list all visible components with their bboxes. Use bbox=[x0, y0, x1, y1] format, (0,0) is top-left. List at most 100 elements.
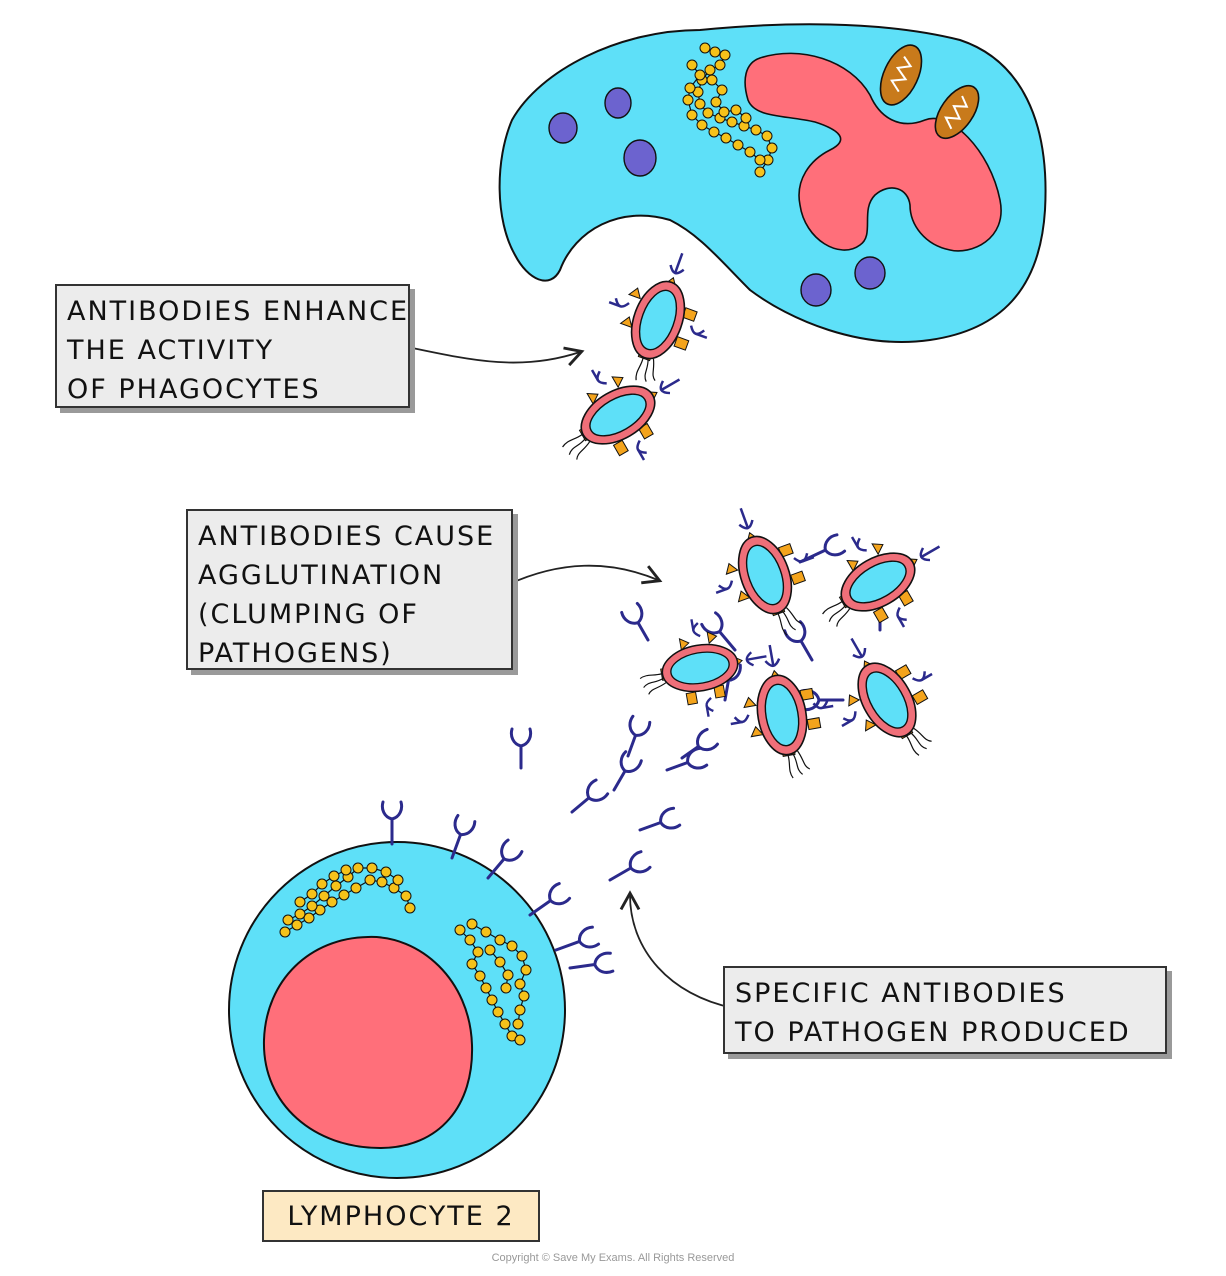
label-line: SPECIFIC ANTIBODIES bbox=[735, 978, 1067, 1009]
label-line: THE ACTIVITY bbox=[67, 335, 275, 366]
antibody-icon bbox=[486, 838, 524, 880]
ribosome-dot bbox=[338, 889, 350, 901]
pathogen-icon bbox=[822, 536, 941, 628]
phagocyte-cytoplasm bbox=[498, 23, 1047, 343]
ribosome-dot bbox=[719, 49, 731, 61]
ribosome-dot bbox=[294, 896, 306, 908]
ribosome-dot bbox=[466, 918, 478, 930]
ribosome-dot bbox=[744, 146, 756, 158]
antibody-icon bbox=[665, 746, 709, 772]
ribosome-dot bbox=[730, 104, 742, 116]
ribosome-dot bbox=[294, 908, 306, 920]
antibody-icon bbox=[620, 601, 650, 642]
ribosome-dot bbox=[291, 919, 303, 931]
ribosome-dot bbox=[364, 874, 376, 886]
phagocyte-nucleus bbox=[744, 52, 1002, 252]
ribosome-dot bbox=[512, 1018, 524, 1030]
antibody-icon bbox=[528, 882, 572, 917]
ribosome-dot bbox=[520, 964, 532, 976]
ribosome-dot bbox=[754, 154, 766, 166]
ribosome-dot bbox=[466, 958, 478, 970]
ribosome-dot bbox=[279, 926, 291, 938]
ribosome-dot bbox=[328, 870, 340, 882]
arrow-phagocytes bbox=[402, 345, 585, 367]
ribosome-dot bbox=[516, 950, 528, 962]
ribosome-dot bbox=[750, 124, 762, 136]
ribosome-dot bbox=[376, 876, 388, 888]
ribosome-dot bbox=[472, 946, 484, 958]
ribosome-dot bbox=[484, 944, 496, 956]
ribosome-dot bbox=[486, 994, 498, 1006]
antibody-icon bbox=[608, 850, 652, 882]
ribosome-dot bbox=[766, 142, 778, 154]
lymphocyte-nucleus bbox=[262, 935, 474, 1150]
ribosome-dot bbox=[686, 59, 698, 71]
ribosome-dot bbox=[684, 82, 696, 94]
ribosome-dot bbox=[506, 940, 518, 952]
ribosome-dot bbox=[518, 990, 530, 1002]
pathogen-icon bbox=[608, 252, 708, 382]
ribosome-icon bbox=[682, 42, 778, 178]
ribosome-dot bbox=[494, 934, 506, 946]
pathogen-group bbox=[562, 252, 941, 779]
label-line: PATHOGENS) bbox=[198, 638, 393, 669]
ribosome-dot bbox=[726, 116, 738, 128]
ribosome-dot bbox=[514, 1034, 526, 1046]
ribosome-dot bbox=[686, 109, 698, 121]
mitochondria-icon bbox=[879, 44, 923, 106]
pathogen-icon bbox=[639, 619, 767, 717]
antibody-icon bbox=[380, 800, 404, 846]
ribosome-dot bbox=[392, 874, 404, 886]
label-specific-antibodies: SPECIFIC ANTIBODIES TO PATHOGEN PRODUCED bbox=[723, 966, 1167, 1054]
ribosome-dot bbox=[326, 896, 338, 908]
label-agglutination: ANTIBODIES CAUSE AGGLUTINATION (CLUMPING… bbox=[186, 509, 513, 670]
arrow-specific bbox=[619, 890, 734, 1009]
ribosome-icon bbox=[279, 862, 532, 1046]
antibody-icon bbox=[570, 778, 610, 814]
ribosome-dot bbox=[699, 42, 711, 54]
ribosome-dot bbox=[306, 900, 318, 912]
ribosome-dot bbox=[282, 914, 294, 926]
pathogen-icon bbox=[562, 369, 681, 461]
mitochondria-icon bbox=[934, 84, 980, 140]
ribosome-dot bbox=[740, 112, 752, 124]
antibody-icon bbox=[568, 951, 615, 974]
ribosome-dot bbox=[704, 64, 716, 76]
ribosome-dot bbox=[340, 864, 352, 876]
ribosome-dot bbox=[710, 96, 722, 108]
ribosome-dot bbox=[494, 956, 506, 968]
ribosome-dot bbox=[709, 46, 721, 58]
antibody-icon bbox=[700, 611, 737, 652]
ribosome-dot bbox=[366, 862, 378, 874]
arrow-agglutination bbox=[504, 564, 663, 587]
antibody-icon bbox=[680, 727, 719, 760]
granule-icon bbox=[548, 112, 578, 144]
label-line: ANTIBODIES ENHANCE bbox=[67, 296, 410, 327]
label-line: ANTIBODIES CAUSE bbox=[198, 521, 496, 552]
ribosome-dot bbox=[716, 84, 728, 96]
ribosome-dot bbox=[474, 970, 486, 982]
phagocyte-icon bbox=[498, 23, 1047, 343]
antibody-icon bbox=[554, 925, 601, 952]
ribosome-dot bbox=[380, 866, 392, 878]
ribosome-dot bbox=[514, 978, 526, 990]
ribosome-dot bbox=[464, 934, 476, 946]
granule-icon bbox=[604, 87, 632, 119]
ribosome-dot bbox=[454, 924, 466, 936]
label-line: AGGLUTINATION bbox=[198, 560, 445, 591]
antibody-icon bbox=[783, 620, 814, 662]
ribosome-dot bbox=[480, 982, 492, 994]
ribosome-dot bbox=[732, 139, 744, 151]
label-line: OF PHAGOCYTES bbox=[67, 374, 321, 405]
granule-icon bbox=[623, 139, 657, 177]
ribosome-dot bbox=[702, 107, 714, 119]
ribosome-dot bbox=[754, 166, 766, 178]
antibody-icon bbox=[612, 750, 643, 792]
lymphocyte-icon bbox=[228, 841, 566, 1179]
copyright-notice: Copyright © Save My Exams. All Rights Re… bbox=[491, 1252, 735, 1264]
pathogen-icon bbox=[715, 507, 815, 636]
ribosome-dot bbox=[330, 880, 342, 892]
ribosome-dot bbox=[761, 130, 773, 142]
ribosome-dot bbox=[708, 126, 720, 138]
ribosome-dot bbox=[306, 888, 318, 900]
